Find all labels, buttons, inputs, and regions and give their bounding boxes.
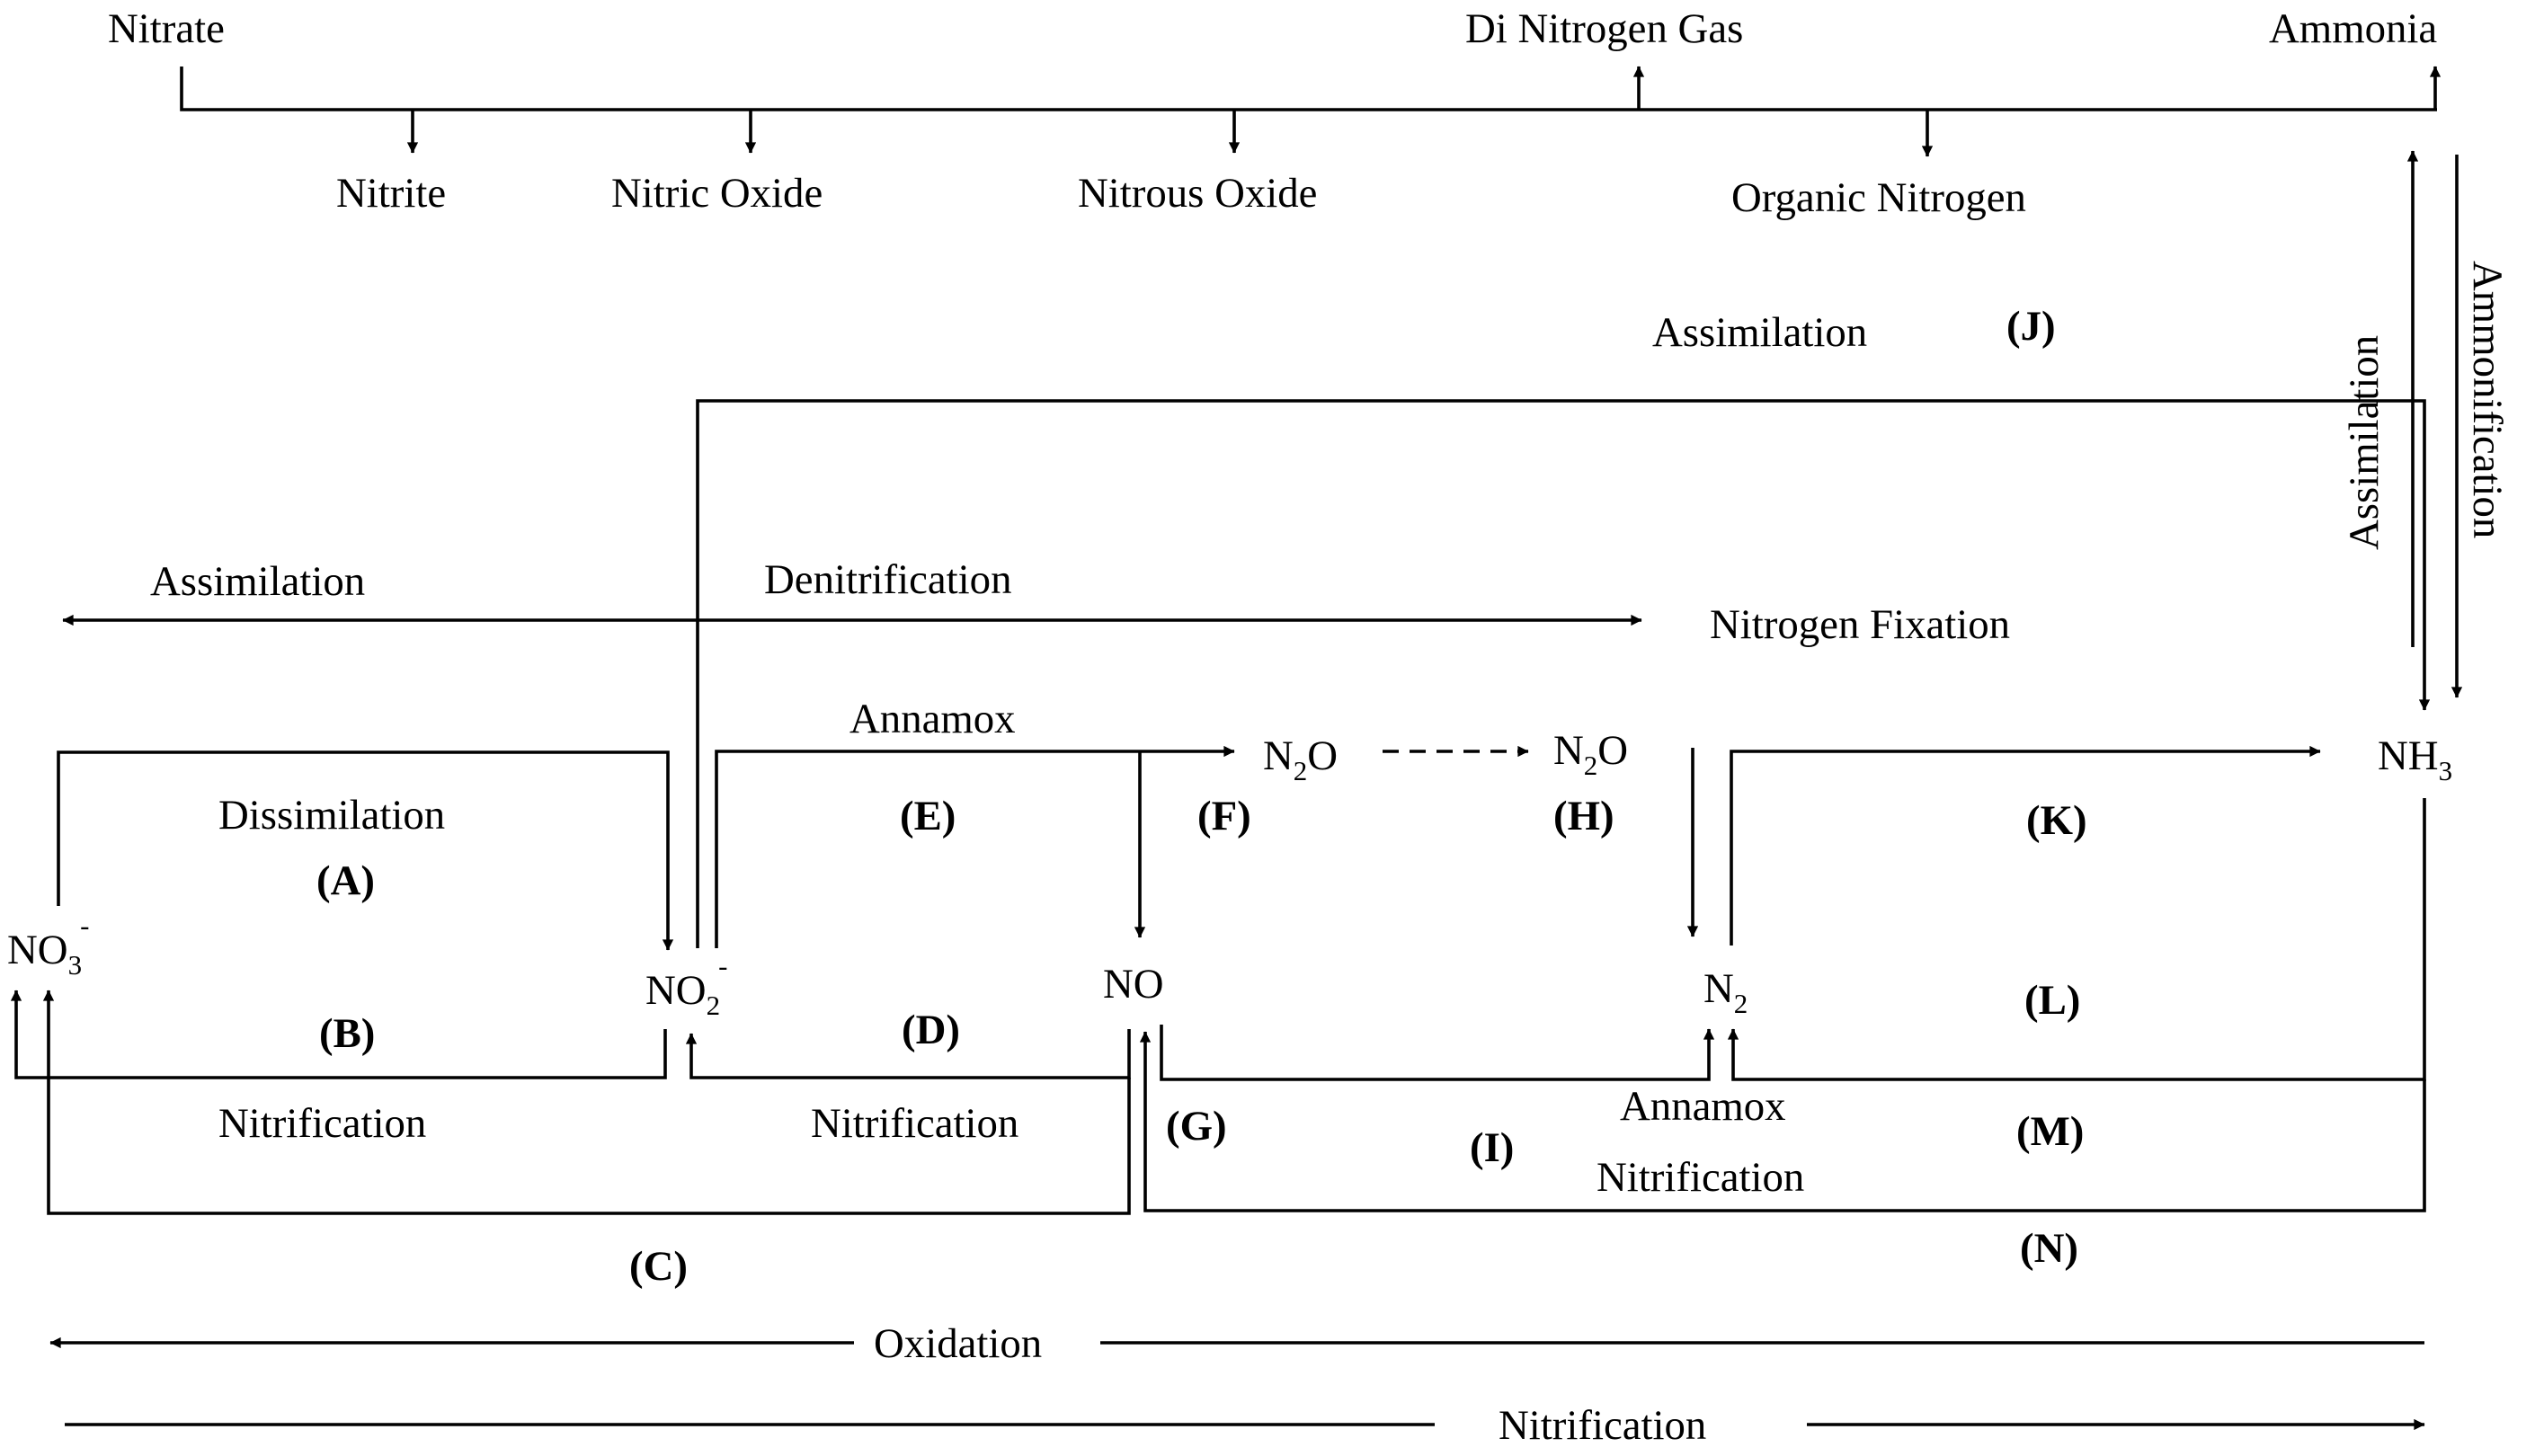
node-no: NO [1103,961,1164,1008]
legend: Nitrate Nitrite Nitric Oxide Nitrous Oxi… [108,5,2442,221]
species-nodes: NO3- NO2- NO N2O N2O N2 NH3 [7,727,2452,1021]
label-denitrification: Denitrification [764,556,1011,603]
tag-l: (L) [2024,977,2080,1024]
node-no2: NO2- [645,950,727,1021]
label-assimilation-vertical: Assimilation [2341,335,2388,550]
label-dissimilation: Dissimilation [218,792,445,839]
arrow-b-nitrification [10,990,667,1079]
legend-nitrate: Nitrate [108,5,225,52]
node-n2o-h: N2O [1553,727,1628,781]
legend-ammonia: Ammonia [2269,5,2437,52]
label-nitrification-bottom: Nitrification [1499,1402,1706,1449]
label-annamox-top: Annamox [849,696,1016,742]
label-nitrification-b: Nitrification [218,1100,426,1147]
tag-n: (N) [2020,1225,2078,1272]
label-ammonification-vertical: Ammonification [2464,261,2511,538]
node-nh3: NH3 [2378,732,2452,786]
arrow-g-i-annamox [1160,1025,1715,1081]
legend-nitrous-oxide: Nitrous Oxide [1078,170,1317,217]
arrow-l-m-to-n2 [1727,798,2426,1081]
legend-nitrite: Nitrite [336,170,446,217]
tag-b: (B) [319,1010,375,1057]
node-n2o-f: N2O [1263,732,1338,786]
process-labels: Assimilation Assimilation Denitrificatio… [150,261,2511,1449]
reaction-arrows [10,150,2463,1431]
legend-baseline [180,67,2437,111]
label-oxidation: Oxidation [874,1320,1042,1367]
tag-j: (J) [2006,303,2056,350]
node-n2: N2 [1703,965,1748,1019]
arrow-c-oxidation [42,990,1131,1215]
arrow-a-dissimilation [57,750,674,951]
label-nitrogen-fixation: Nitrogen Fixation [1710,601,2010,648]
tag-m: (M) [2016,1108,2084,1155]
tag-f: (F) [1197,793,1251,839]
tag-d: (D) [902,1007,960,1053]
tag-k: (K) [2026,797,2087,844]
label-annamox-bottom: Annamox [1620,1083,1786,1130]
legend-organic-nitrogen: Organic Nitrogen [1731,174,2026,221]
step-tags: (A) (B) (C) (D) (E) (F) (G) (H) (I) (J) … [316,303,2087,1290]
tag-h: (H) [1553,793,1614,839]
node-no3: NO3- [7,910,89,981]
legend-nitric-oxide: Nitric Oxide [611,170,823,217]
arrow-e-annamox [715,745,1235,948]
arrow-j-assimilation [696,399,2431,948]
tag-e: (E) [900,793,956,839]
arrow-d-nitrification [685,1029,1131,1079]
tag-i: (I) [1470,1124,1514,1171]
label-nitrification-mid: Nitrification [1597,1154,1804,1201]
tag-g: (G) [1166,1103,1227,1150]
label-nitrification-d: Nitrification [811,1100,1018,1147]
legend-dinitrogen-gas: Di Nitrogen Gas [1465,5,1743,52]
arrow-n-to-no [1139,1031,2426,1212]
label-assimilation-top: Assimilation [1652,309,1867,356]
tag-c: (C) [629,1243,688,1290]
arrow-k-to-nh3 [1730,745,2321,946]
tag-a: (A) [316,857,375,904]
label-assimilation-left: Assimilation [150,558,365,605]
